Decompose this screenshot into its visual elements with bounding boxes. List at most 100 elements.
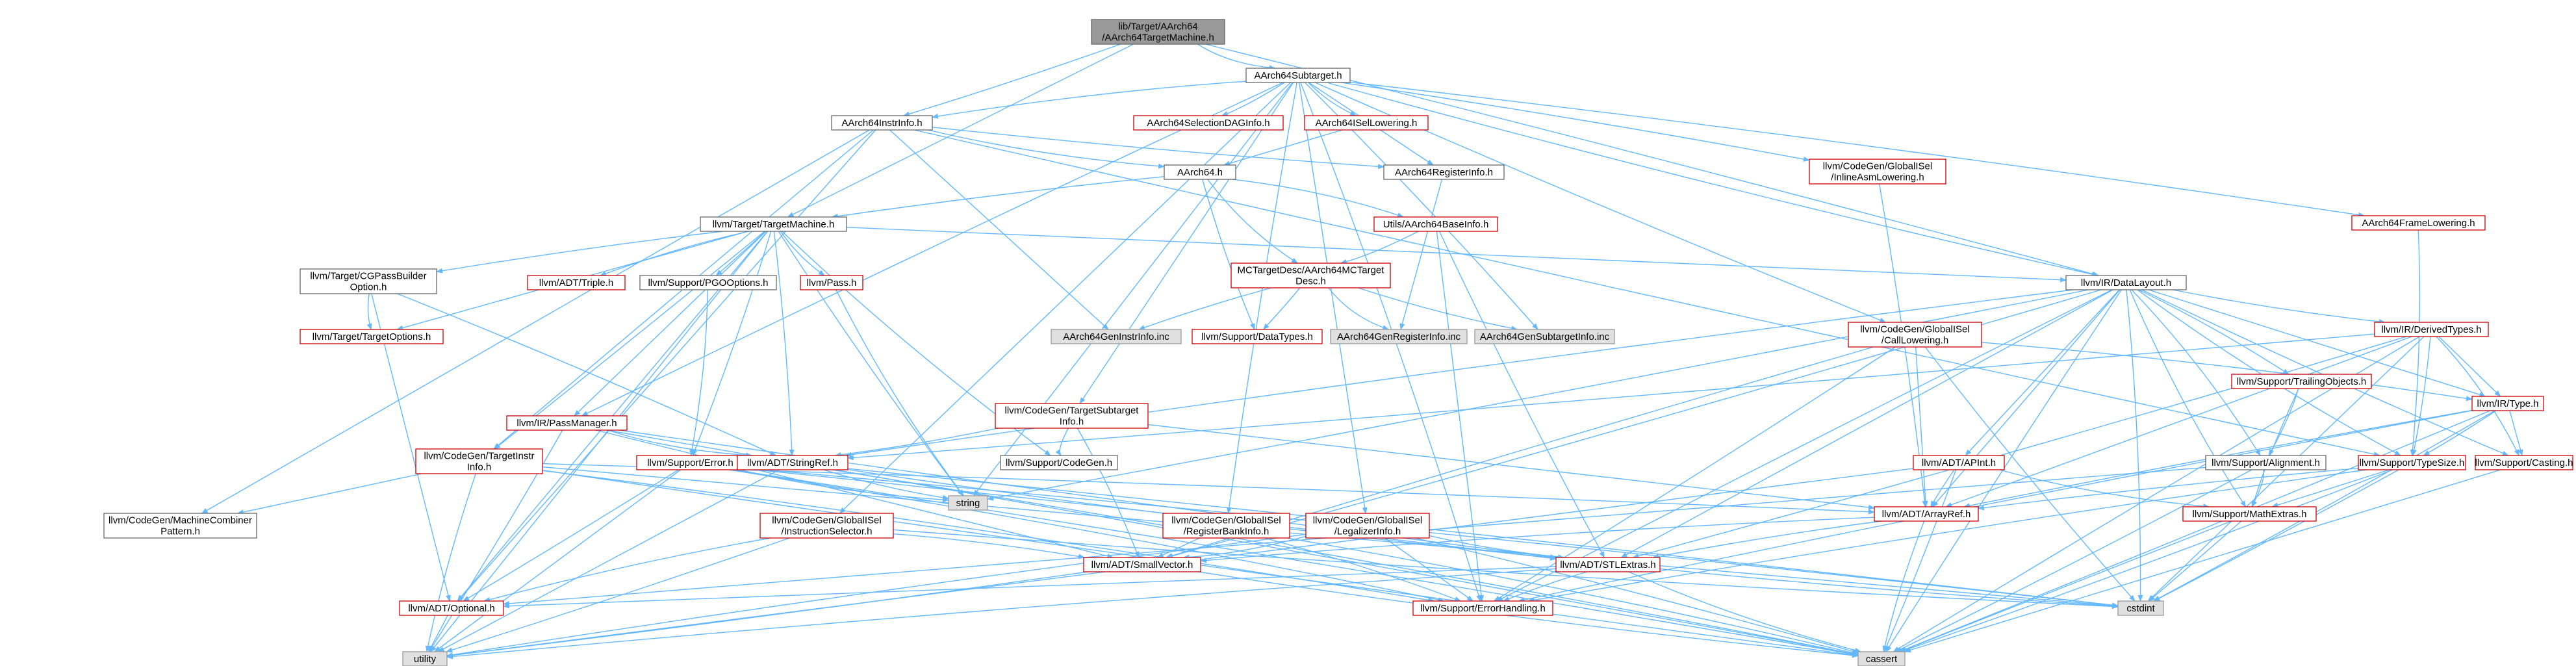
graph-node-mathextras[interactable]: llvm/Support/MathExtras.h [2182, 506, 2317, 522]
node-label: AArch64RegisterInfo.h [1395, 167, 1493, 178]
graph-node-isellower[interactable]: AArch64ISelLowering.h [1304, 115, 1429, 131]
dependency-edge [1652, 520, 1881, 559]
graph-node-apint[interactable]: llvm/ADT/APInt.h [1913, 455, 2005, 470]
graph-node-reginfo[interactable]: AArch64RegisterInfo.h [1383, 164, 1505, 180]
graph-node-pass[interactable]: llvm/Pass.h [800, 275, 863, 290]
node-box [948, 495, 988, 511]
dependency-edge [600, 231, 750, 276]
graph-node-cassert: cassert [1857, 651, 1906, 666]
dependency-edge [1978, 468, 2359, 511]
graph-node-legalizer[interactable]: llvm/CodeGen/GlobalISel/LegalizerInfo.h [1305, 513, 1430, 539]
node-label: llvm/CodeGen/GlobalISel [772, 515, 881, 526]
graph-node-trailing[interactable]: llvm/Support/TrailingObjects.h [2231, 374, 2372, 389]
node-label: utility [414, 654, 437, 665]
graph-node-baseinfo[interactable]: Utils/AArch64BaseInfo.h [1373, 216, 1498, 232]
node-box [1857, 651, 1906, 666]
dependency-edge [1885, 289, 2122, 652]
graph-node-alignment[interactable]: llvm/Support/Alignment.h [2205, 455, 2327, 470]
graph-node-stringref[interactable]: llvm/ADT/StringRef.h [737, 455, 848, 470]
dependency-edge [1496, 289, 2113, 602]
node-box [2351, 215, 2486, 231]
graph-node-stlextras[interactable]: llvm/ADT/STLExtras.h [1555, 557, 1661, 572]
dependency-edge [2138, 289, 2289, 375]
graph-node-passmgr[interactable]: llvm/IR/PassManager.h [506, 415, 628, 431]
graph-node-aarch64h[interactable]: AArch64.h [1164, 164, 1236, 180]
node-box [527, 275, 626, 290]
node-label: llvm/ADT/APInt.h [1922, 457, 1996, 468]
graph-node-supporterror[interactable]: llvm/Support/Error.h [636, 455, 745, 470]
dependency-edge [1079, 82, 1294, 404]
dependency-edge [425, 473, 476, 652]
graph-node-calllower[interactable]: llvm/CodeGen/GlobalISel/CallLowering.h [1848, 322, 1982, 348]
graph-node-framelow[interactable]: AArch64FrameLowering.h [2351, 215, 2486, 231]
graph-node-targetoptions[interactable]: llvm/Target/TargetOptions.h [300, 329, 444, 344]
dependency-edge [893, 533, 1085, 559]
graph-node-optional[interactable]: llvm/ADT/Optional.h [399, 600, 504, 616]
dependency-edge [1156, 537, 1200, 558]
node-label: Info.h [467, 461, 492, 472]
dependency-edge [1349, 81, 2365, 218]
dependency-edge [846, 227, 2067, 283]
node-box [2358, 455, 2466, 470]
graph-node-datalayout[interactable]: llvm/IR/DataLayout.h [2065, 275, 2187, 290]
dependency-edge [1221, 82, 1285, 116]
graph-node-subtarget[interactable]: AArch64Subtarget.h [1245, 68, 1351, 83]
node-label: string [956, 498, 980, 509]
graph-node-codegen[interactable]: llvm/Support/CodeGen.h [1000, 455, 1118, 470]
graph-node-arrayref[interactable]: llvm/ADT/ArrayRef.h [1874, 506, 1979, 522]
dependency-edge [1207, 179, 1298, 264]
graph-node-inlineasm[interactable]: llvm/CodeGen/GlobalISel/InlineAsmLowerin… [1809, 159, 1946, 185]
graph-node-typesize[interactable]: llvm/Support/TypeSize.h [2358, 455, 2466, 470]
node-box [399, 600, 504, 616]
dependency-edge [1438, 231, 1605, 558]
graph-node-targetmachine[interactable]: llvm/Target/TargetMachine.h [700, 216, 847, 232]
graph-node-smallvector[interactable]: llvm/ADT/SmallVector.h [1083, 557, 1201, 572]
node-box [995, 403, 1149, 429]
dependency-edge [446, 533, 1307, 658]
graph-node-datatypes[interactable]: llvm/Support/DataTypes.h [1192, 329, 1323, 344]
graph-node-instrinfo[interactable]: AArch64InstrInfo.h [831, 115, 933, 131]
dependency-edge [733, 469, 1859, 657]
node-box [1383, 164, 1505, 180]
graph-node-regbank[interactable]: llvm/CodeGen/GlobalISel/RegisterBankInfo… [1162, 513, 1290, 539]
dependency-edge [2152, 410, 2495, 602]
node-label: AArch64Subtarget.h [1254, 70, 1342, 81]
node-label: llvm/IR/Type.h [2477, 398, 2538, 409]
node-label: llvm/ADT/Triple.h [539, 277, 613, 288]
dependency-edge [1965, 289, 2120, 456]
graph-node-casting[interactable]: llvm/Support/Casting.h [2475, 455, 2573, 470]
graph-node-pgo[interactable]: llvm/Support/PGOOptions.h [639, 275, 777, 290]
node-label: llvm/ADT/StringRef.h [747, 457, 838, 468]
dependency-edge [1924, 346, 2136, 602]
dependency-edge [619, 429, 1557, 559]
dependency-edge [1182, 535, 1307, 560]
dependency-edge [839, 82, 1291, 514]
dependency-edge [1999, 469, 2210, 509]
node-box [800, 275, 863, 290]
graph-node-irtype[interactable]: llvm/IR/Type.h [2471, 396, 2544, 411]
node-label: llvm/CodeGen/GlobalISel [1823, 160, 1932, 172]
graph-node-triple[interactable]: llvm/ADT/Triple.h [527, 275, 626, 290]
dependency-edge [1341, 82, 1810, 162]
node-label: llvm/CodeGen/GlobalISel [1171, 515, 1281, 526]
node-label: llvm/CodeGen/MachineCombiner [108, 515, 252, 526]
node-label: /InstructionSelector.h [781, 526, 872, 537]
graph-node-derived[interactable]: llvm/IR/DerivedTypes.h [2374, 322, 2489, 337]
node-box [1304, 115, 1429, 131]
dependency-edge [1223, 129, 1343, 166]
graph-node-errorhandling[interactable]: llvm/Support/ErrorHandling.h [1412, 600, 1553, 616]
graph-node-seldag[interactable]: AArch64SelectionDAGInfo.h [1133, 115, 1284, 131]
dependency-edge [1077, 428, 1140, 558]
graph-node-geninstr: AArch64GenInstrInfo.inc [1051, 329, 1182, 344]
dependency-edge [1399, 179, 1443, 330]
node-box [2374, 322, 2489, 337]
graph-node-instsel[interactable]: llvm/CodeGen/GlobalISel/InstructionSelec… [759, 513, 894, 539]
dependency-edge [1518, 410, 2473, 603]
node-label: llvm/ADT/STLExtras.h [1560, 559, 1656, 570]
node-label: llvm/CodeGen/GlobalISel [1860, 324, 1969, 335]
